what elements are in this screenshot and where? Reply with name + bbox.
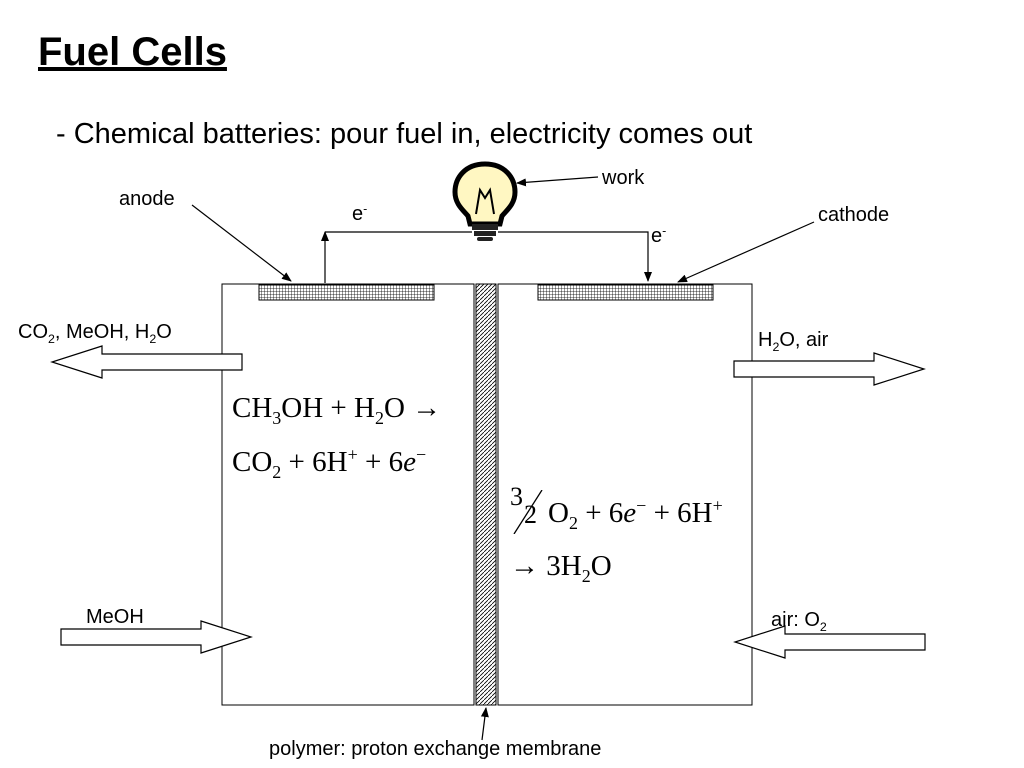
cathode-outlet-label: H2O, air xyxy=(758,329,829,354)
cathode-electrode xyxy=(537,284,714,301)
cathode-inlet-arrow xyxy=(733,625,926,659)
subtitle-bullet: - Chemical batteries: pour fuel in, elec… xyxy=(56,118,753,150)
lightbulb-icon xyxy=(452,161,518,241)
anode-reaction-line2: CO2 + 6H+ + 6e− xyxy=(232,444,427,482)
anode-reaction-line1: CH3OH + H2O → xyxy=(232,392,442,428)
anode-inlet-label: MeOH xyxy=(86,606,144,628)
cathode-label: cathode xyxy=(818,204,890,226)
external-circuit xyxy=(321,231,652,283)
page-title: Fuel Cells xyxy=(38,30,227,74)
pointer-lines xyxy=(191,176,815,741)
fraction-three-halves: 3 2 xyxy=(508,484,548,534)
cathode-reaction-line1: 3 2 O2 + 6e− + 6H+ xyxy=(508,482,723,534)
cathode-outlet-arrow xyxy=(733,352,926,386)
anode-electrode xyxy=(258,284,435,301)
cathode-reaction-line2: → 3H2O xyxy=(510,550,612,586)
electron-label-left: e- xyxy=(352,201,368,225)
anode-chamber xyxy=(221,283,475,706)
cathode-inlet-label: air: O2 xyxy=(771,609,827,634)
anode-inlet-arrow xyxy=(60,620,253,654)
anode-label: anode xyxy=(119,188,175,210)
cathode-chamber xyxy=(497,283,753,706)
anode-outlet-arrow xyxy=(50,345,243,379)
anode-outlet-label: CO2, MeOH, H2O xyxy=(18,321,172,346)
membrane-label: polymer: proton exchange membrane xyxy=(269,738,602,760)
electron-label-right: e- xyxy=(651,223,667,247)
work-label: work xyxy=(602,167,645,189)
proton-exchange-membrane xyxy=(475,283,497,706)
